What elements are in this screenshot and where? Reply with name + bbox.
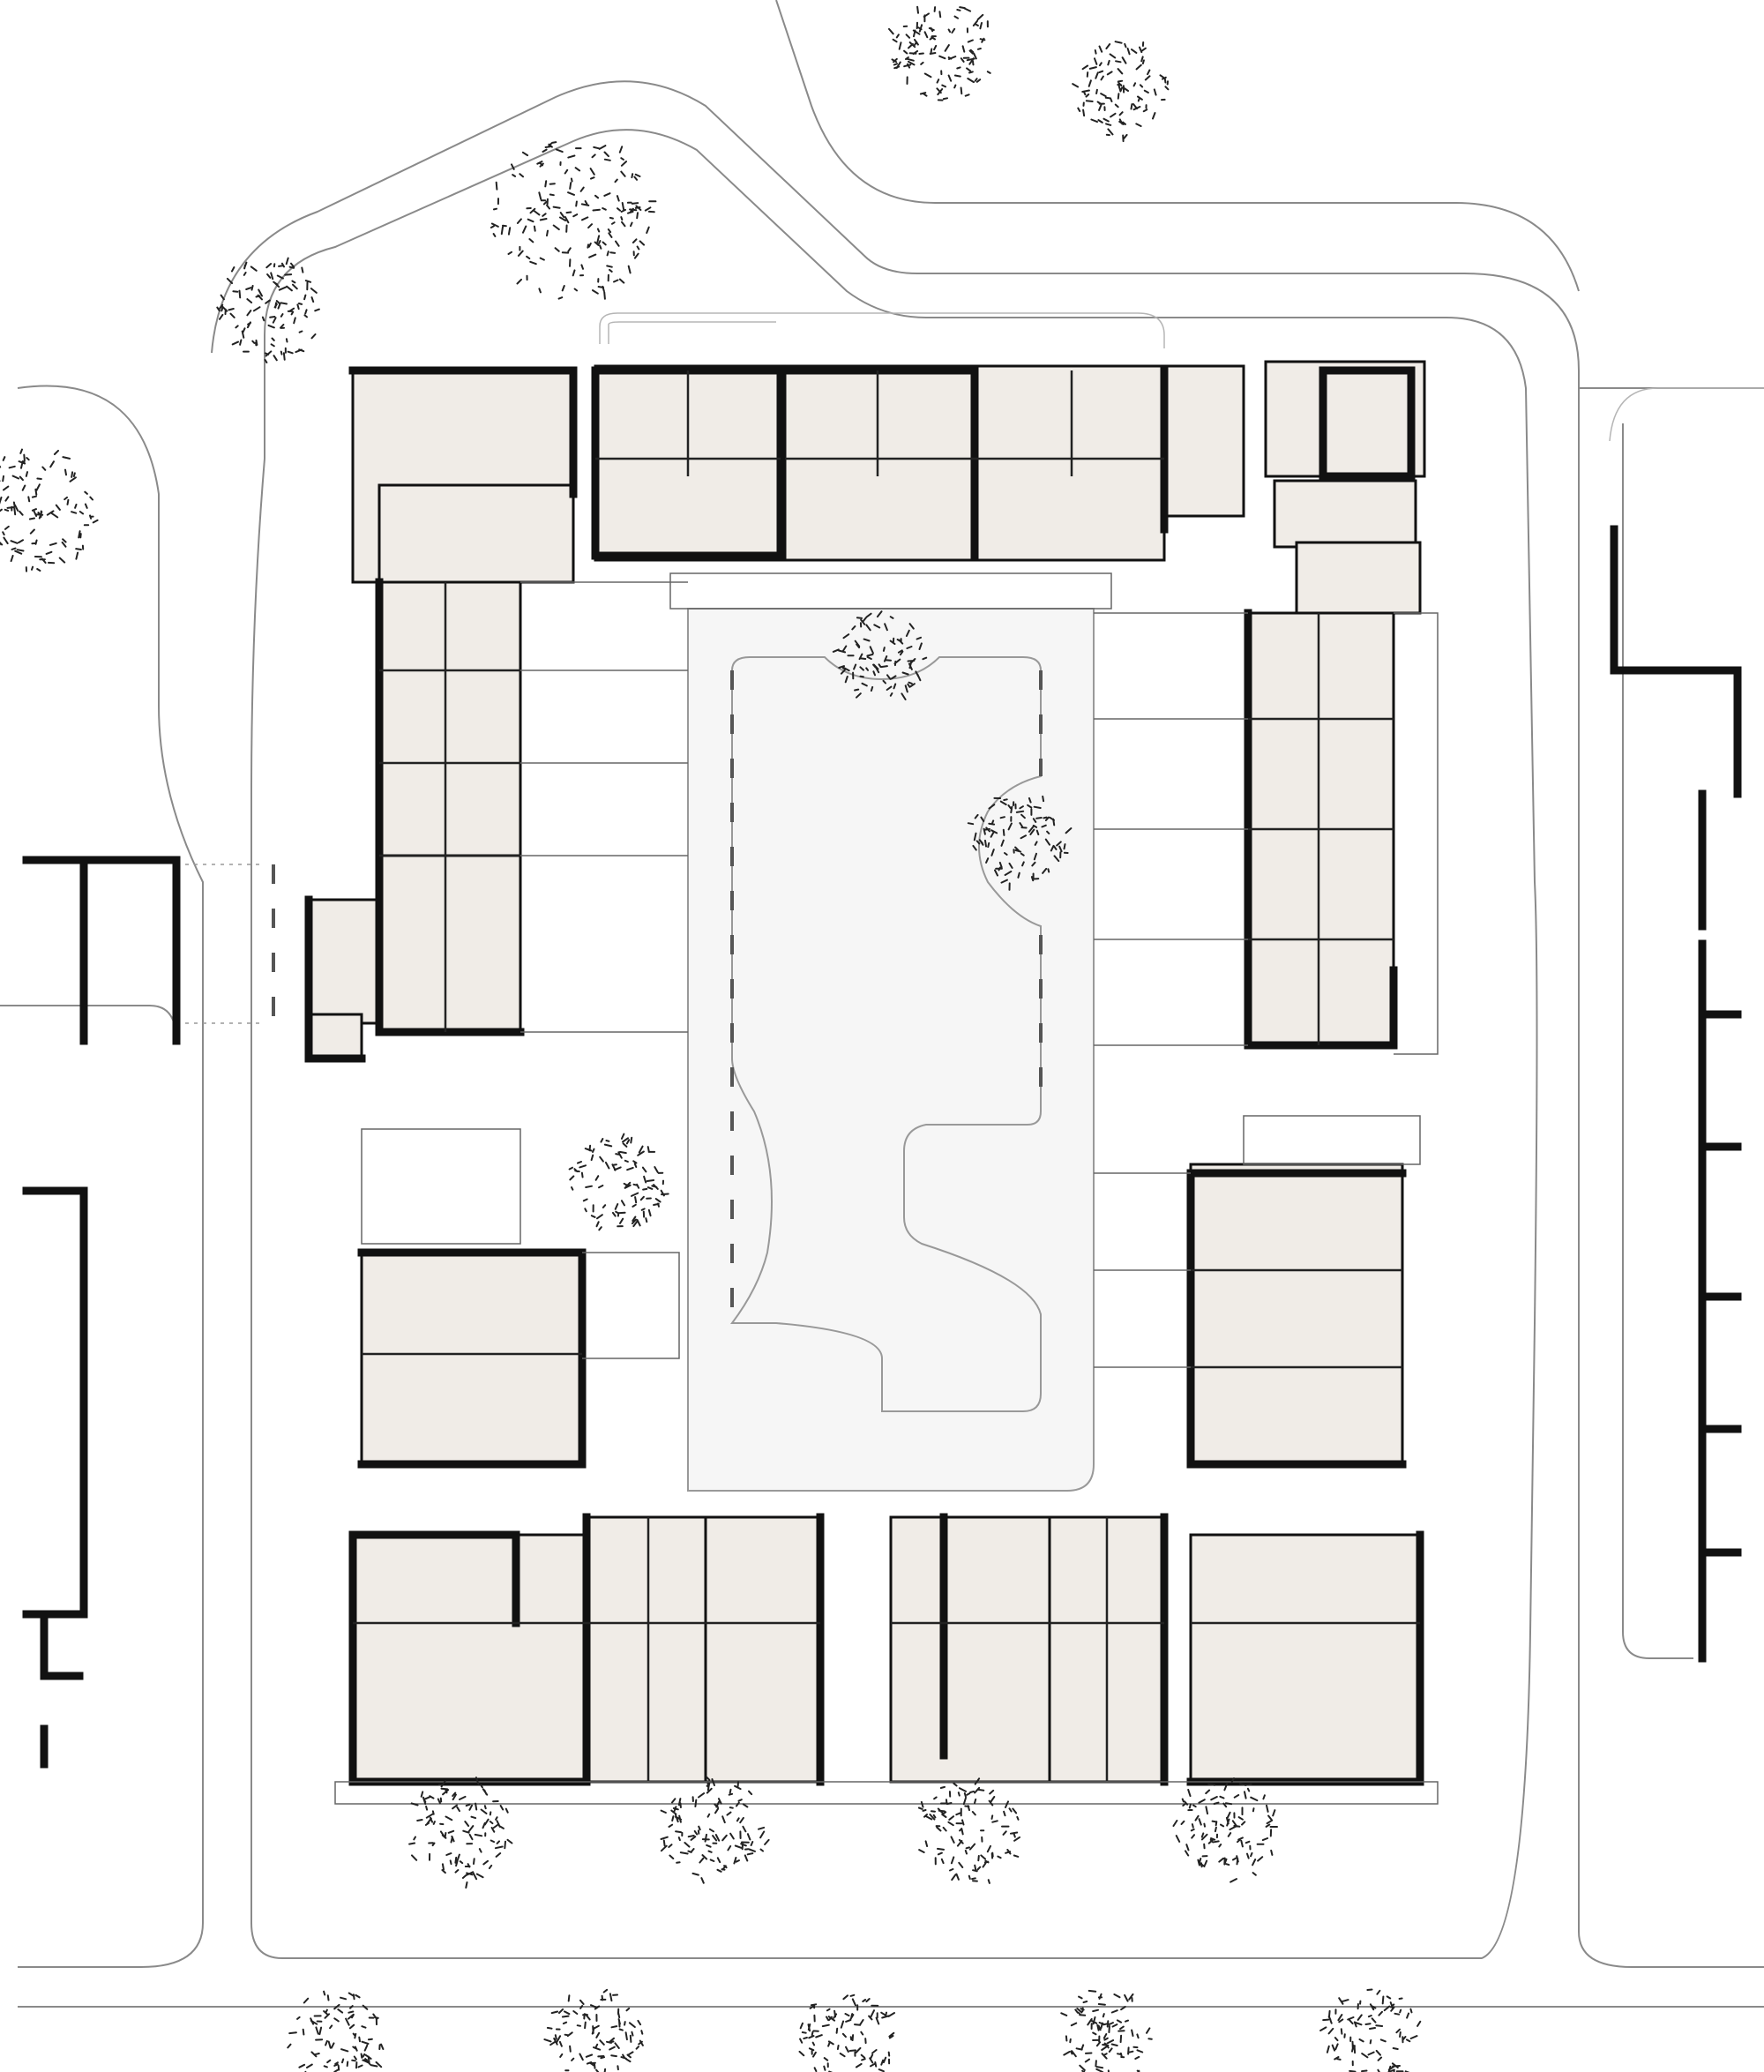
west-terrace-block [176,578,688,1063]
surrounding-roads [0,0,1764,2008]
tree-canopy [967,795,1073,891]
tree-scribble [967,795,1073,891]
north-terrace-block [348,360,1426,615]
tree-scribble [216,257,320,363]
tree-canopy [490,141,657,300]
tree-scribble [917,1777,1020,1884]
tree-scribble [568,1133,669,1231]
tree-canopy [917,1777,1020,1884]
tree-canopy [543,1988,644,2072]
tree-scribble [1072,41,1170,143]
adjacent-buildings [22,525,1742,1769]
tree-scribble [1319,1988,1422,2072]
tree-canopy [1319,1988,1422,2072]
tree-scribble [490,141,657,300]
tree-scribble [798,1993,895,2072]
tree-canopy [216,257,320,363]
southeast-mews [1094,1115,1421,1469]
tree-scribble [660,1776,770,1884]
tree-canopy [798,1993,895,2072]
tree-scribble [287,1990,385,2072]
tree-canopy [1060,1989,1153,2072]
tree-canopy [408,1777,513,1889]
street-trees [0,5,1422,2072]
tree-scribble [832,610,928,700]
tree-canopy [568,1133,669,1231]
tree-scribble [543,1988,644,2072]
east-terrace-block [1094,609,1439,1055]
tree-scribble [408,1777,513,1889]
central-courtyard [687,608,1095,1492]
tree-canopy [1172,1777,1278,1883]
tree-scribble [0,448,99,572]
tree-canopy [660,1776,770,1884]
southwest-mews [357,1128,680,1469]
south-terrace-block [334,1513,1439,1805]
tree-scribble [1172,1777,1278,1883]
tree-canopy [832,610,928,700]
tree-canopy [287,1990,385,2072]
tree-canopy [1072,41,1170,143]
tree-canopy [0,448,99,572]
tree-canopy [888,5,991,101]
tree-scribble [888,5,991,101]
tree-scribble [1060,1989,1153,2072]
